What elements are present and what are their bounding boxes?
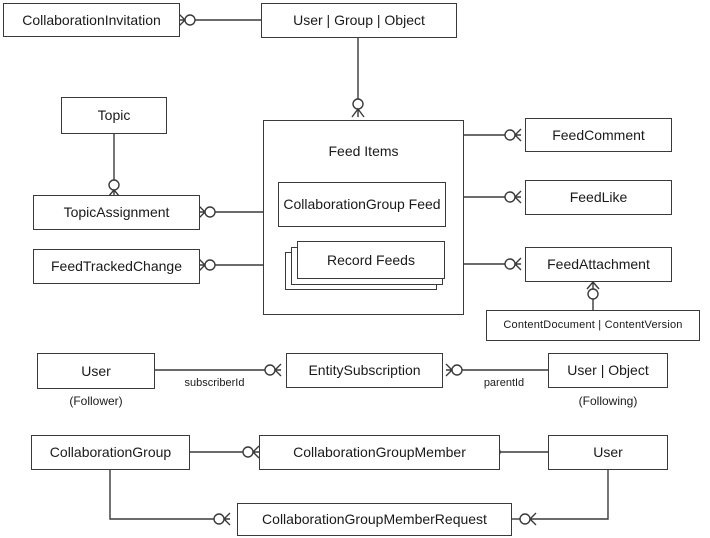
entity-label: Topic — [97, 107, 131, 124]
entity-collaboration-group-feed[interactable]: CollaborationGroup Feed — [278, 182, 446, 227]
entity-label: TopicAssignment — [63, 204, 170, 221]
entity-feed-tracked-change[interactable]: FeedTrackedChange — [33, 249, 200, 284]
entity-feed-comment[interactable]: FeedComment — [525, 118, 672, 152]
edge-label-parent-id: parentId — [462, 377, 546, 389]
entity-topic-assignment[interactable]: TopicAssignment — [33, 195, 200, 230]
entity-label: User | Object — [567, 362, 649, 379]
feed-items-title: Feed Items — [328, 143, 399, 159]
entity-label: CollaborationGroupMemberRequest — [262, 511, 487, 528]
entity-user-bottom[interactable]: User — [548, 435, 668, 470]
entity-label: Record Feeds — [327, 251, 415, 268]
entity-feed-like[interactable]: FeedLike — [525, 180, 672, 215]
entity-label: ContentDocument | ContentVersion — [503, 319, 683, 332]
entity-label: FeedComment — [552, 126, 645, 143]
entity-entity-subscription[interactable]: EntitySubscription — [286, 353, 443, 388]
caption-following: (Following) — [578, 394, 638, 408]
entity-collaboration-group-member-request[interactable]: CollaborationGroupMemberRequest — [237, 503, 512, 536]
entity-label: CollaborationInvitation — [22, 11, 161, 28]
entity-user-object-following[interactable]: User | Object — [548, 353, 668, 388]
entity-feed-attachment[interactable]: FeedAttachment — [525, 247, 672, 282]
entity-label: EntitySubscription — [308, 362, 421, 379]
entity-label: User | Group | Object — [293, 12, 425, 29]
entity-label: FeedLike — [569, 189, 628, 206]
entity-label: CollaborationGroup Feed — [283, 196, 441, 213]
entity-label: CollaborationGroupMember — [293, 444, 466, 461]
entity-collaboration-invitation[interactable]: CollaborationInvitation — [3, 3, 180, 37]
entity-user-follower[interactable]: User — [37, 353, 155, 389]
entity-content-document-version[interactable]: ContentDocument | ContentVersion — [486, 310, 700, 341]
entity-label: User — [81, 362, 111, 379]
entity-label: FeedTrackedChange — [50, 258, 182, 275]
entity-topic[interactable]: Topic — [61, 97, 167, 134]
entity-label: CollaborationGroup — [49, 444, 172, 461]
entity-label: User — [593, 444, 623, 461]
entity-label: FeedAttachment — [547, 256, 650, 273]
entity-user-group-object[interactable]: User | Group | Object — [261, 3, 457, 38]
entity-collaboration-group-member[interactable]: CollaborationGroupMember — [259, 435, 500, 470]
entity-record-feeds[interactable]: Record Feeds — [297, 241, 445, 279]
edge-label-subscriber-id: subscriberId — [165, 377, 264, 389]
caption-follower: (Follower) — [69, 394, 123, 408]
entity-collaboration-group[interactable]: CollaborationGroup — [31, 435, 190, 470]
